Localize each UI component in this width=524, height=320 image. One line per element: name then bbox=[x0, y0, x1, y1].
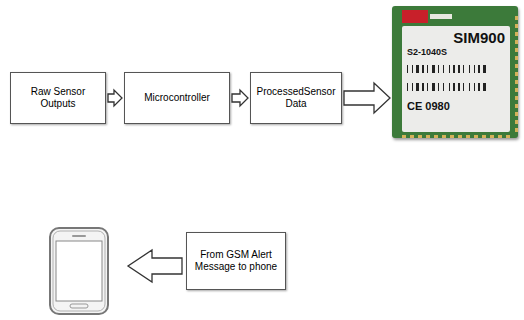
gsm-module: SIM900S2-1040S CE 0980 bbox=[392, 6, 518, 138]
model-code: S2-1040S bbox=[407, 47, 505, 58]
barcode bbox=[407, 61, 497, 97]
box-label: From GSM Alert Message to phone bbox=[191, 249, 281, 273]
block-arrow bbox=[108, 90, 122, 106]
box-label: Raw Sensor Outputs bbox=[15, 86, 101, 110]
box-label: Microcontroller bbox=[144, 92, 210, 104]
block-arrow bbox=[344, 83, 390, 113]
module-label: SIM900S2-1040S CE 0980 bbox=[402, 26, 510, 132]
module-name: SIM900 bbox=[407, 29, 505, 47]
hollow-arrow bbox=[128, 250, 182, 282]
block-arrow bbox=[232, 90, 248, 106]
box-label: ProcessedSensor Data bbox=[255, 86, 337, 110]
process-box: Raw Sensor Outputs bbox=[10, 72, 106, 124]
process-box: From GSM Alert Message to phone bbox=[186, 232, 286, 290]
certification-mark: CE 0980 bbox=[407, 100, 505, 113]
process-box: Microcontroller bbox=[124, 72, 230, 124]
phone-illustration bbox=[50, 228, 108, 314]
process-box: ProcessedSensor Data bbox=[250, 72, 342, 124]
